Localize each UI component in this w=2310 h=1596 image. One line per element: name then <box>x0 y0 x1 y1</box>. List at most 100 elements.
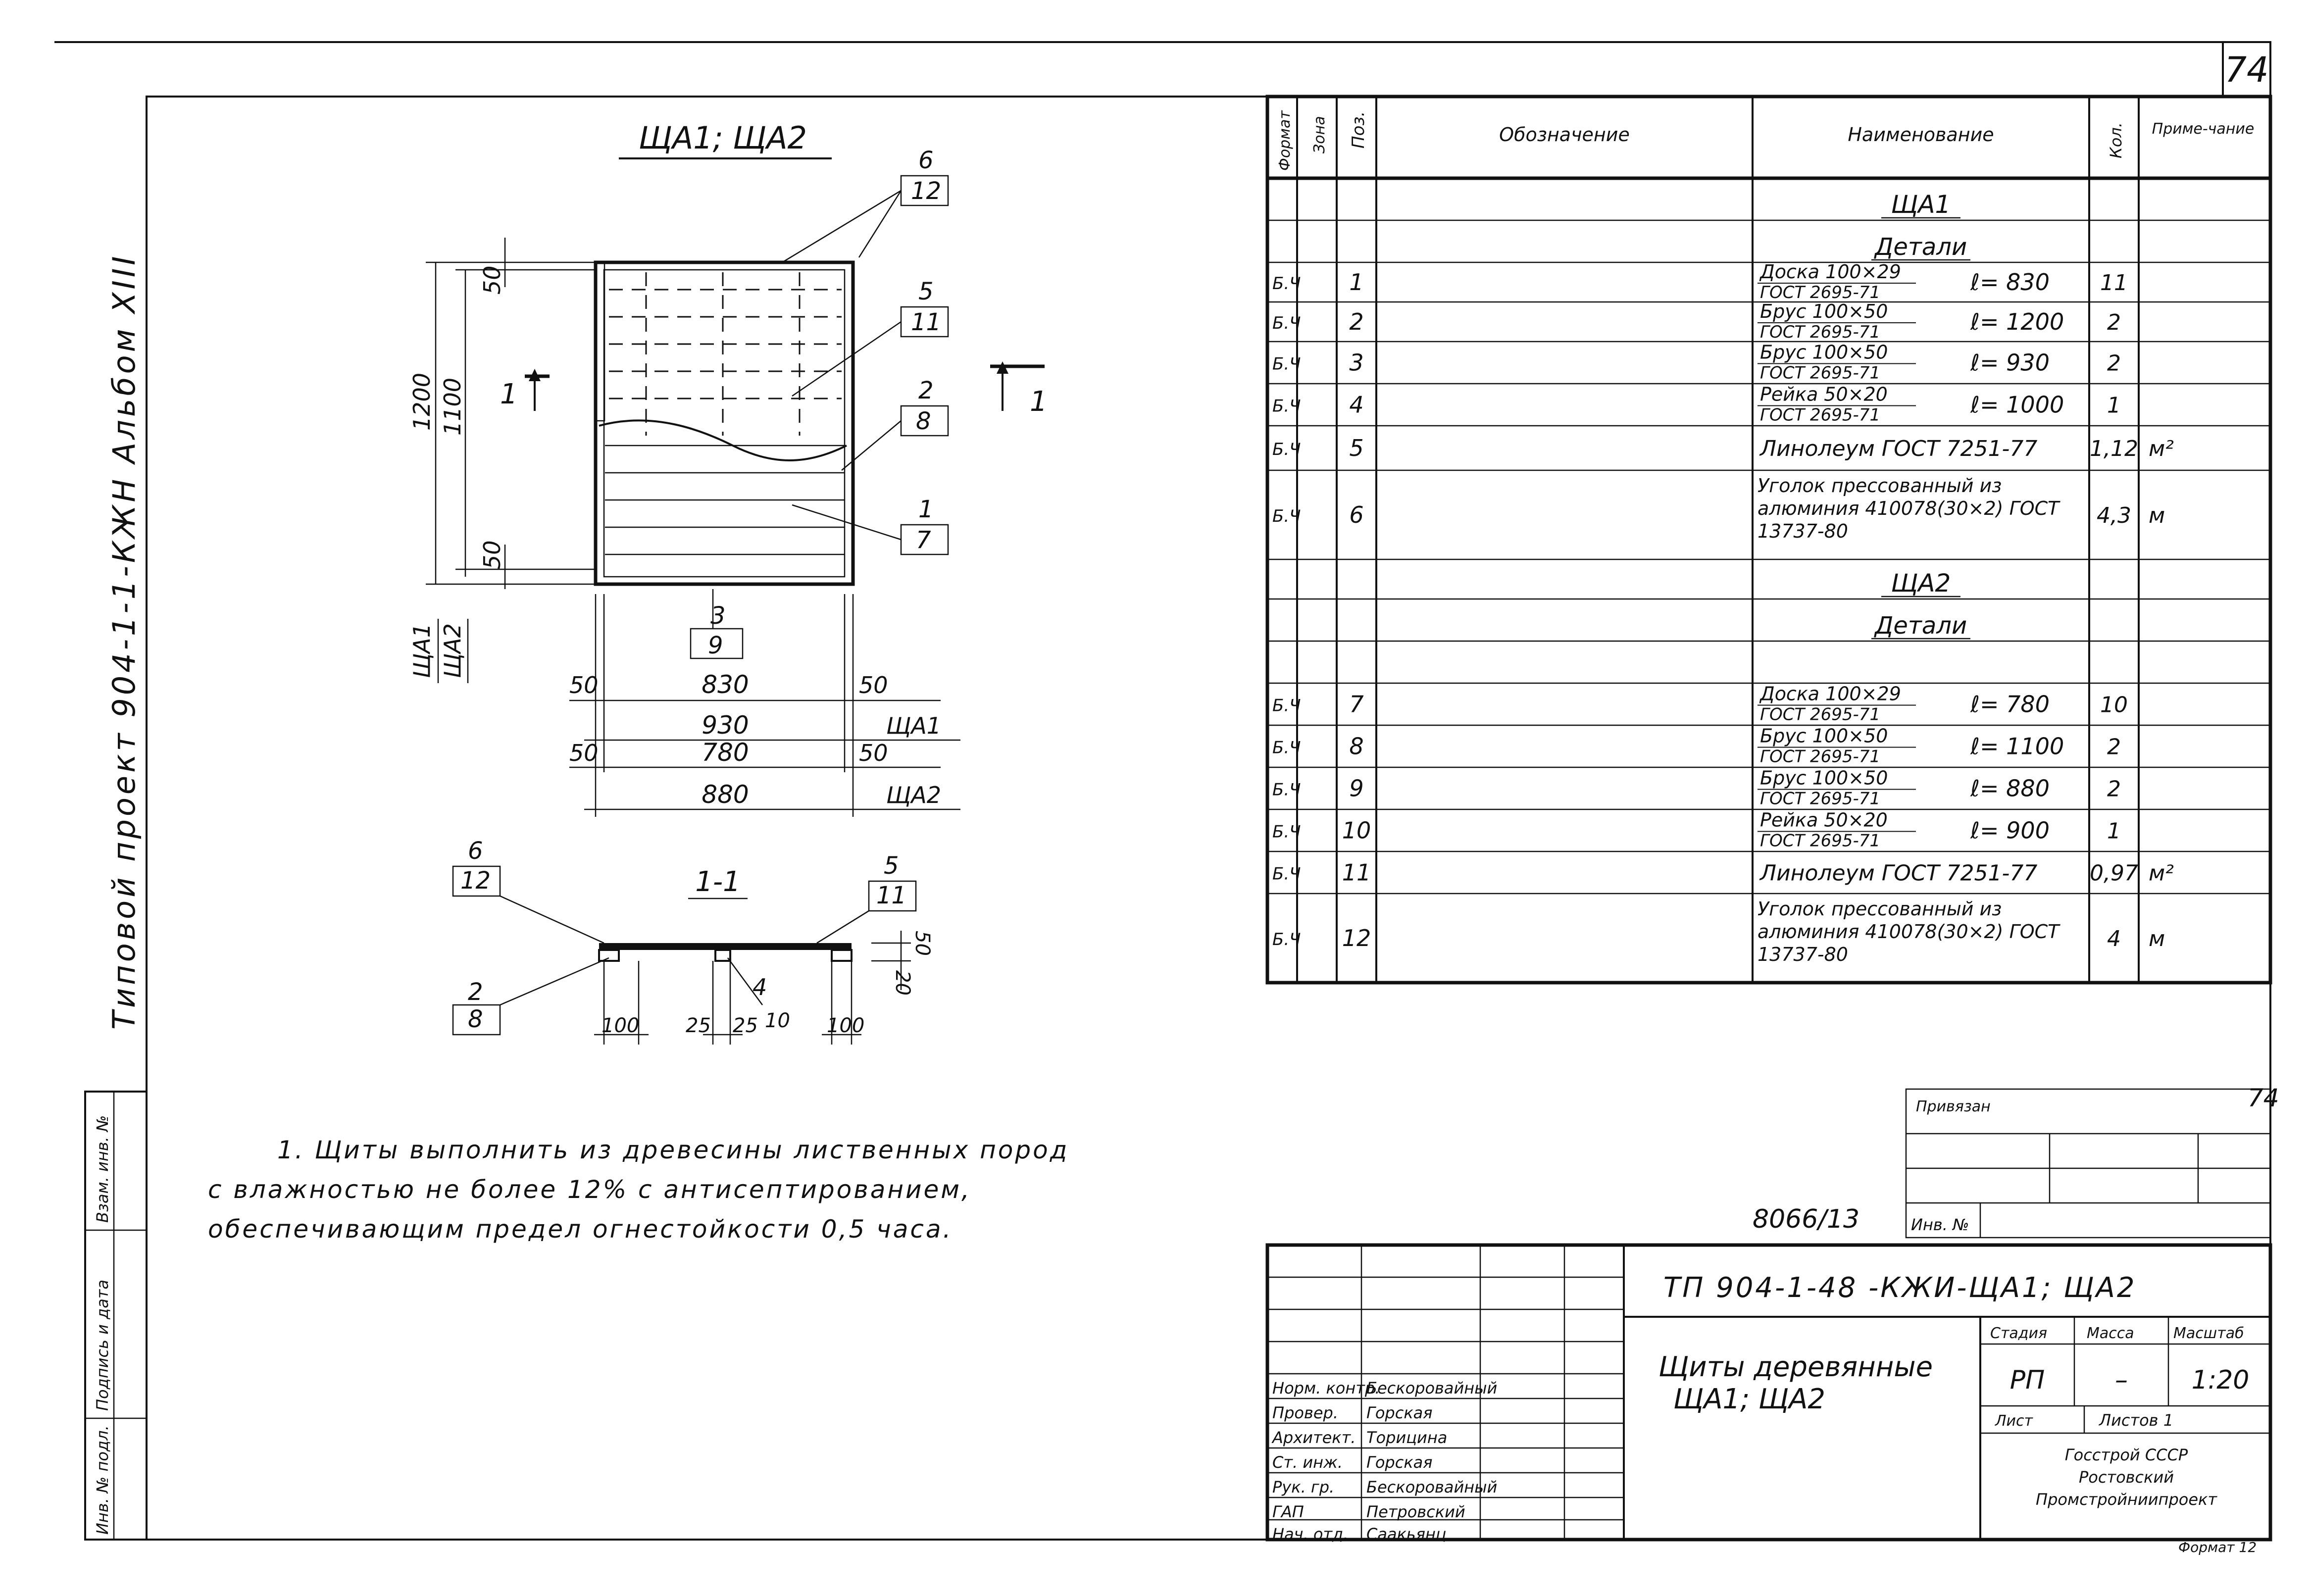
row-pos: 7 <box>1349 691 1363 718</box>
group2-sub: Детали <box>1874 612 1967 640</box>
callout-ref-11: 11 <box>911 308 941 336</box>
row-format: Б.Ч <box>1272 313 1301 333</box>
row-length: ℓ= 930 <box>1970 349 2050 376</box>
row-format: Б.Ч <box>1272 274 1301 294</box>
row-name: Брус 100×50 <box>1760 725 1888 747</box>
dim-50-right-1: 50 <box>859 672 888 698</box>
callout-ref-12: 12 <box>911 177 941 205</box>
row-length: ℓ= 900 <box>1970 817 2050 844</box>
tb-org-2: Ростовский <box>2079 1468 2174 1487</box>
row-pos: 1 <box>1349 269 1363 296</box>
row-name: Доска 100×29 <box>1759 261 1901 283</box>
tb-title-1: Щиты деревянные <box>1658 1351 1933 1383</box>
row-label-a1: ЩА1 <box>408 623 435 678</box>
row-length: ℓ= 830 <box>1970 269 2050 296</box>
hdr-zone: Зона <box>1311 116 1328 153</box>
vertical-dims <box>426 238 594 589</box>
hdr-designation: Обозначение <box>1499 124 1630 146</box>
sec-dim-50: 50 <box>911 931 934 956</box>
dim-830: 830 <box>702 670 749 699</box>
role-title: Ст. инж. <box>1272 1453 1343 1472</box>
dim-h-inner: 1100 <box>439 378 466 436</box>
dim-h-bottom: 50 <box>479 540 505 569</box>
row-qty: 2 <box>2107 735 2121 760</box>
row-name: Уголок прессованный из алюминия 410078(3… <box>1758 898 2059 965</box>
role-title: Норм. контр. <box>1272 1379 1380 1397</box>
row-pos: 8 <box>1349 733 1363 760</box>
dim-h-top: 50 <box>479 265 505 295</box>
dim-label-a2: ЩА2 <box>886 782 941 808</box>
dim-h-total: 1200 <box>408 373 435 431</box>
row-pos: 5 <box>1349 435 1363 461</box>
sec-dim-25-a: 25 <box>686 1014 711 1037</box>
sec-callout-11: 11 <box>876 882 906 909</box>
row-qty: 4,3 <box>2097 503 2131 528</box>
binding-inv-number: 8066/13 <box>1753 1204 1859 1234</box>
role-name: Бескоровайный <box>1366 1478 1497 1496</box>
callout-ref-9: 9 <box>708 632 723 659</box>
sheet-frame <box>54 41 2271 1541</box>
callout-pos-6: 6 <box>918 147 934 174</box>
dim-930: 930 <box>702 711 749 740</box>
row-pos: 10 <box>1342 817 1371 844</box>
tb-code: ТП 904-1-48 -КЖИ-ЩА1; ЩА2 <box>1663 1272 2137 1304</box>
role-title: Провер. <box>1272 1403 1338 1422</box>
row-format: Б.Ч <box>1272 397 1301 416</box>
row-gost: ГОСТ 2695-71 <box>1760 322 1880 342</box>
role-name: Саакьянц <box>1366 1525 1447 1544</box>
row-qty: 2 <box>2107 351 2121 376</box>
role-title: Рук. гр. <box>1272 1478 1334 1496</box>
row-gost: ГОСТ 2695-71 <box>1760 283 1880 302</box>
role-row: Рук. гр. Бескоровайный <box>1272 1478 1497 1496</box>
section-mark-right-label: 1 <box>1030 386 1048 418</box>
row-label-a2: ЩА2 <box>439 623 466 678</box>
row-note: м <box>2149 926 2165 951</box>
dim-780: 780 <box>702 738 749 767</box>
row-format: Б.Ч <box>1272 506 1301 526</box>
row-name: Рейка 50×20 <box>1760 809 1888 831</box>
tb-sheet-label: Лист <box>1995 1412 2034 1430</box>
binding-block <box>1905 1088 2271 1239</box>
role-name: Петровский <box>1366 1502 1465 1521</box>
row-gost: ГОСТ 2695-71 <box>1760 363 1880 383</box>
sec-dim-100-left: 100 <box>602 1014 639 1037</box>
section-mark-left <box>525 369 550 411</box>
section-title: 1-1 <box>695 866 740 898</box>
row-pos: 9 <box>1349 775 1363 802</box>
note-line-3: обеспечивающим предел огнестойкости 0,5 … <box>208 1215 953 1244</box>
tb-scale: 1:20 <box>2192 1365 2250 1395</box>
row-format: Б.Ч <box>1272 696 1301 716</box>
stamp-inv: Инв. № подл. <box>93 1425 112 1535</box>
group1-title: ЩА1 <box>1891 190 1951 219</box>
row-length: ℓ= 1000 <box>1970 392 2064 418</box>
callout-ref-8: 8 <box>916 407 931 435</box>
dim-label-a1: ЩА1 <box>886 712 941 739</box>
sec-callout-12: 12 <box>460 867 491 895</box>
plan-title: ЩА1; ЩА2 <box>639 120 807 156</box>
hdr-qty: Кол. <box>2107 122 2125 158</box>
role-title: ГАП <box>1272 1502 1304 1521</box>
row-gost: ГОСТ 2695-71 <box>1760 831 1880 851</box>
sec-callout-2: 2 <box>468 978 483 1006</box>
row-format: Б.Ч <box>1272 354 1301 374</box>
notes: 1. Щиты выполнить из древесины лиственны… <box>208 1136 1067 1244</box>
row-qty: 2 <box>2107 310 2121 335</box>
row-gost: ГОСТ 2695-71 <box>1760 789 1880 809</box>
side-album-title: Типовой проект 904-1-1-КЖН Альбом XIII <box>106 253 142 1030</box>
sec-callout-6: 6 <box>468 837 483 865</box>
row-name: Рейка 50×20 <box>1760 384 1888 405</box>
row-length: ℓ= 780 <box>1970 691 2050 718</box>
tb-mass-label: Масса <box>2087 1325 2134 1342</box>
tb-mass: – <box>2115 1365 2128 1395</box>
hdr-pos: Поз. <box>1349 111 1368 149</box>
tb-org-3: Промстройниипроект <box>2036 1490 2217 1509</box>
sec-dim-25-b: 25 <box>733 1014 758 1037</box>
role-title: Нач. отд. <box>1272 1525 1348 1544</box>
row-name: Брус 100×50 <box>1760 342 1888 363</box>
hdr-note: Приме-чание <box>2152 120 2255 138</box>
row-name: Брус 100×50 <box>1760 767 1888 789</box>
